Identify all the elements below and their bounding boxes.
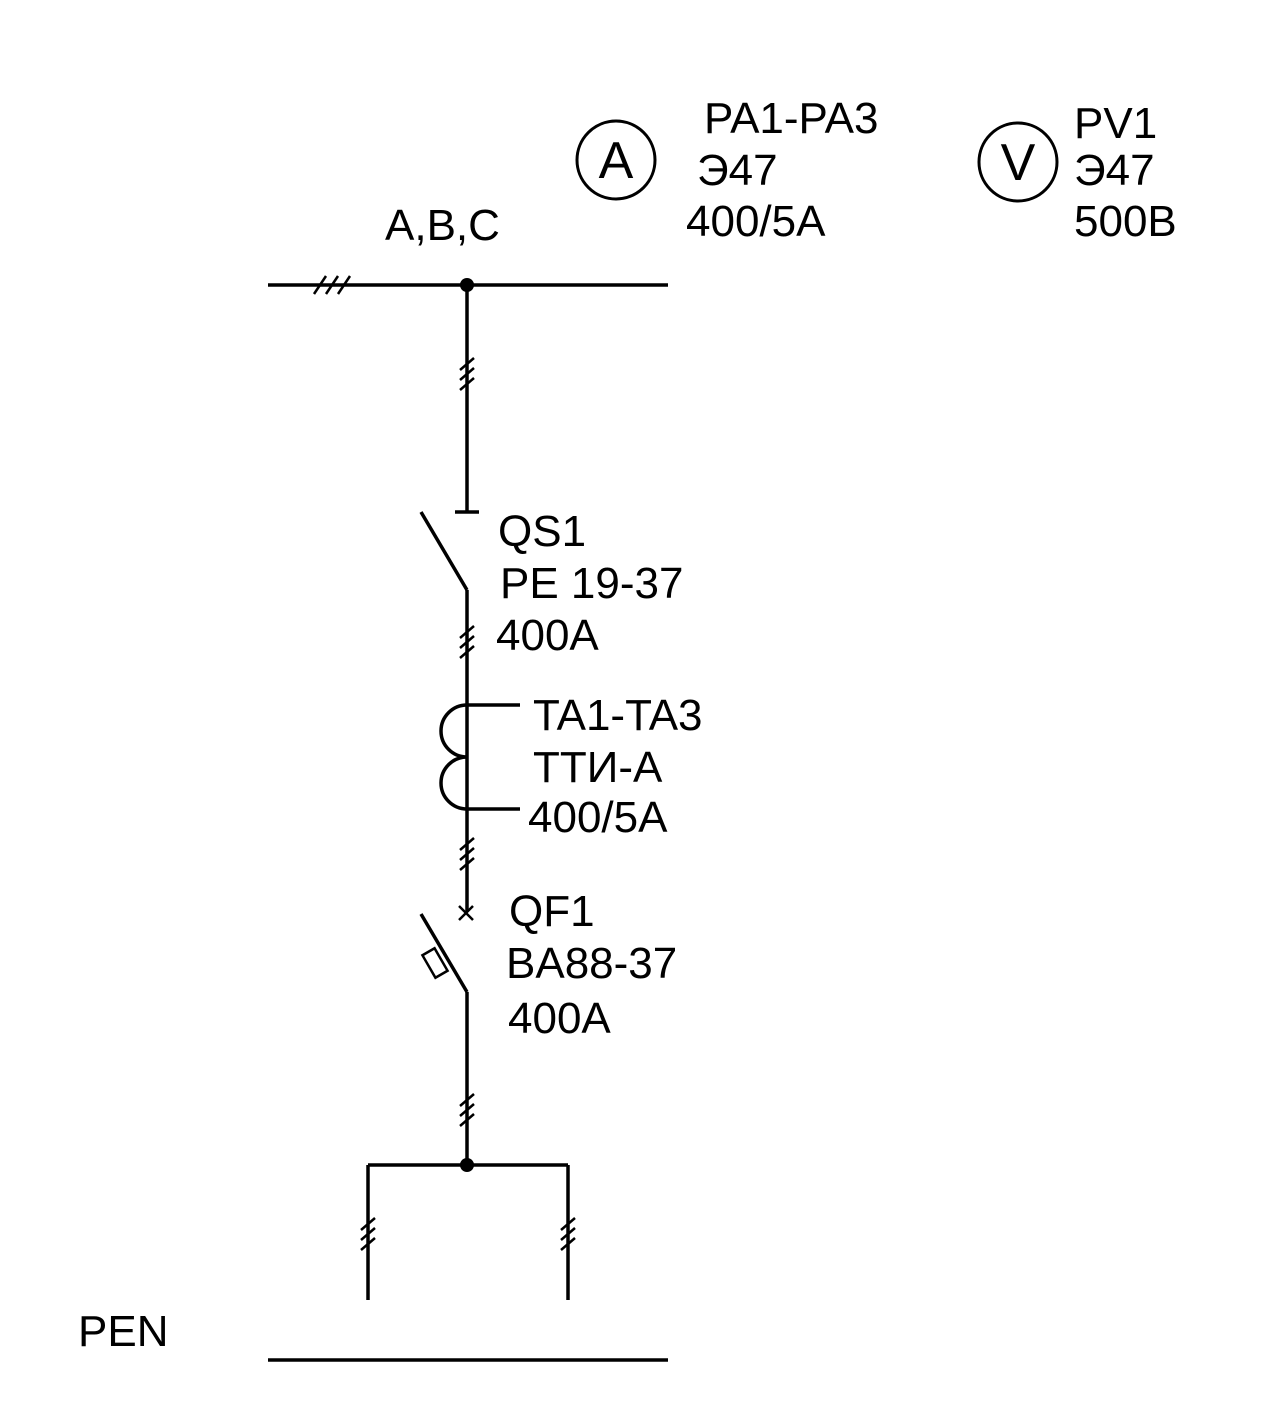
current-transformer-symbol <box>439 703 520 912</box>
ammeter-rating: 400/5A <box>686 197 826 246</box>
ct-rating: 400/5A <box>528 793 668 842</box>
disconnector-rating: 400A <box>496 611 599 660</box>
ammeter-type: Э47 <box>697 146 778 195</box>
ammeter-symbol: A <box>575 119 657 201</box>
voltmeter-symbol: V <box>977 121 1059 203</box>
ammeter-designation: PA1-PA3 <box>704 94 878 143</box>
bus-phases-label: A,B,C <box>385 201 500 250</box>
breaker-designation: QF1 <box>509 887 595 936</box>
voltmeter-type: Э47 <box>1074 146 1155 195</box>
feeder-wire-top <box>459 285 475 512</box>
breaker-rating: 400A <box>508 994 611 1043</box>
ammeter-letter: A <box>599 132 634 190</box>
voltmeter-designation: PV1 <box>1074 99 1157 148</box>
voltmeter-letter: V <box>1001 134 1036 192</box>
disconnector-symbol <box>419 510 479 705</box>
ct-type: ТТИ-А <box>533 743 663 792</box>
pen-bus-label: PEN <box>78 1307 168 1356</box>
disconnector-designation: QS1 <box>498 507 586 556</box>
voltmeter-rating: 500B <box>1074 197 1177 246</box>
disconnector-type: PE 19-37 <box>500 559 683 608</box>
ct-designation: TA1-TA3 <box>533 691 703 740</box>
circuit-breaker-symbol <box>419 905 475 1165</box>
output-branches <box>360 1158 576 1300</box>
breaker-type: BA88-37 <box>506 939 677 988</box>
